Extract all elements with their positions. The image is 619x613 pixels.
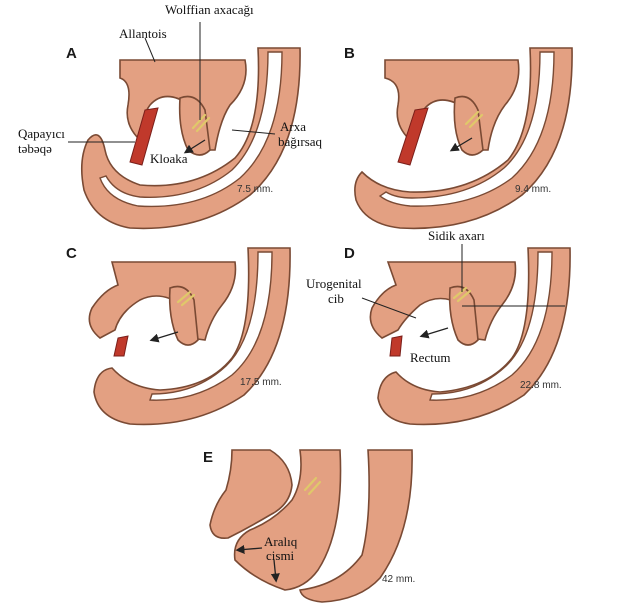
size-label: 17.5 mm. [240, 377, 282, 388]
panel-letter: E [203, 449, 213, 466]
label-araliq: Aralıq [264, 534, 298, 549]
cloacal-membrane [390, 336, 402, 356]
label-allantois: Allantois [119, 26, 167, 41]
size-label: 22.8 mm. [520, 380, 562, 391]
panel-d: D Sidik axarı Urogenital cib Rectum 22.8… [306, 228, 570, 424]
urorectal-septum [89, 262, 235, 340]
label-arxa: Arxa [280, 119, 306, 134]
size-label: 7.5 mm. [237, 184, 273, 195]
cloacal-membrane [114, 336, 128, 356]
panel-b: B 9.4 mm. [344, 45, 572, 228]
label-rectum: Rectum [410, 350, 450, 365]
label-wolffian-duct: Wolffian axacağı [165, 2, 254, 17]
panel-letter: A [66, 45, 77, 62]
label-urogenital-2: cib [328, 291, 344, 306]
panel-a: A Wolffian axacağı Allantois Qapayıcı tə… [18, 2, 323, 228]
urorectal-region [385, 60, 519, 150]
label-kloaka: Kloaka [150, 151, 188, 166]
panel-e: E Aralıq cismi 42 mm. [203, 449, 415, 602]
label-araliq-2: cismi [266, 548, 295, 563]
flow-arrow [152, 332, 178, 340]
label-sidik-axari: Sidik axarı [428, 228, 485, 243]
size-label: 42 mm. [382, 574, 415, 585]
urogenital-region [370, 262, 515, 340]
panel-letter: D [344, 245, 355, 262]
label-arxa-2: bağırsaq [278, 134, 323, 149]
panel-letter: C [66, 245, 77, 262]
label-qapayici: Qapayıcı [18, 126, 65, 141]
flow-arrow [422, 328, 448, 336]
panel-letter: B [344, 45, 355, 62]
label-urogenital: Urogenital [306, 276, 362, 291]
panel-c: C 17.5 mm. [66, 245, 290, 424]
label-qapayici-2: təbəqə [18, 141, 52, 156]
size-label: 9.4 mm. [515, 184, 551, 195]
pointer-line [145, 38, 155, 62]
